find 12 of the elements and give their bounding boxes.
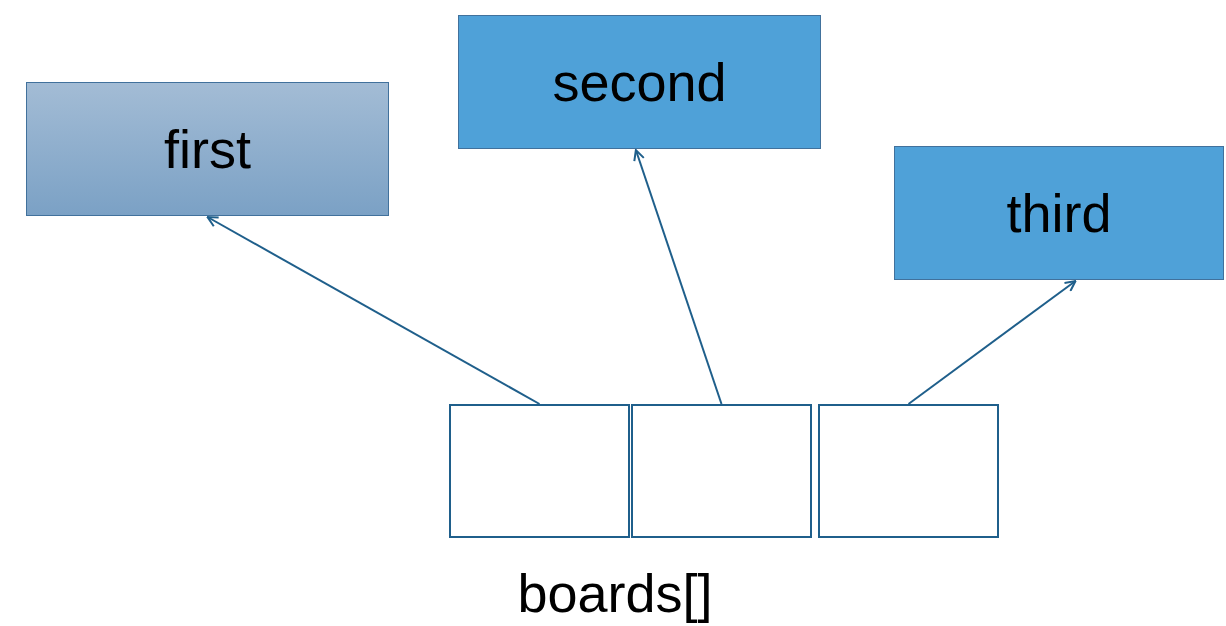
array-cell [818,404,999,538]
box-label: second [552,55,727,109]
label-box [26,82,389,216]
arrow [907,280,1077,405]
array-cell [449,404,630,538]
label-box [458,15,821,149]
array-cell [631,404,812,538]
label-box [894,146,1224,280]
arrow [206,216,541,405]
box-label: first [164,122,251,176]
box-label: third [1006,186,1112,240]
arrow [633,149,723,405]
